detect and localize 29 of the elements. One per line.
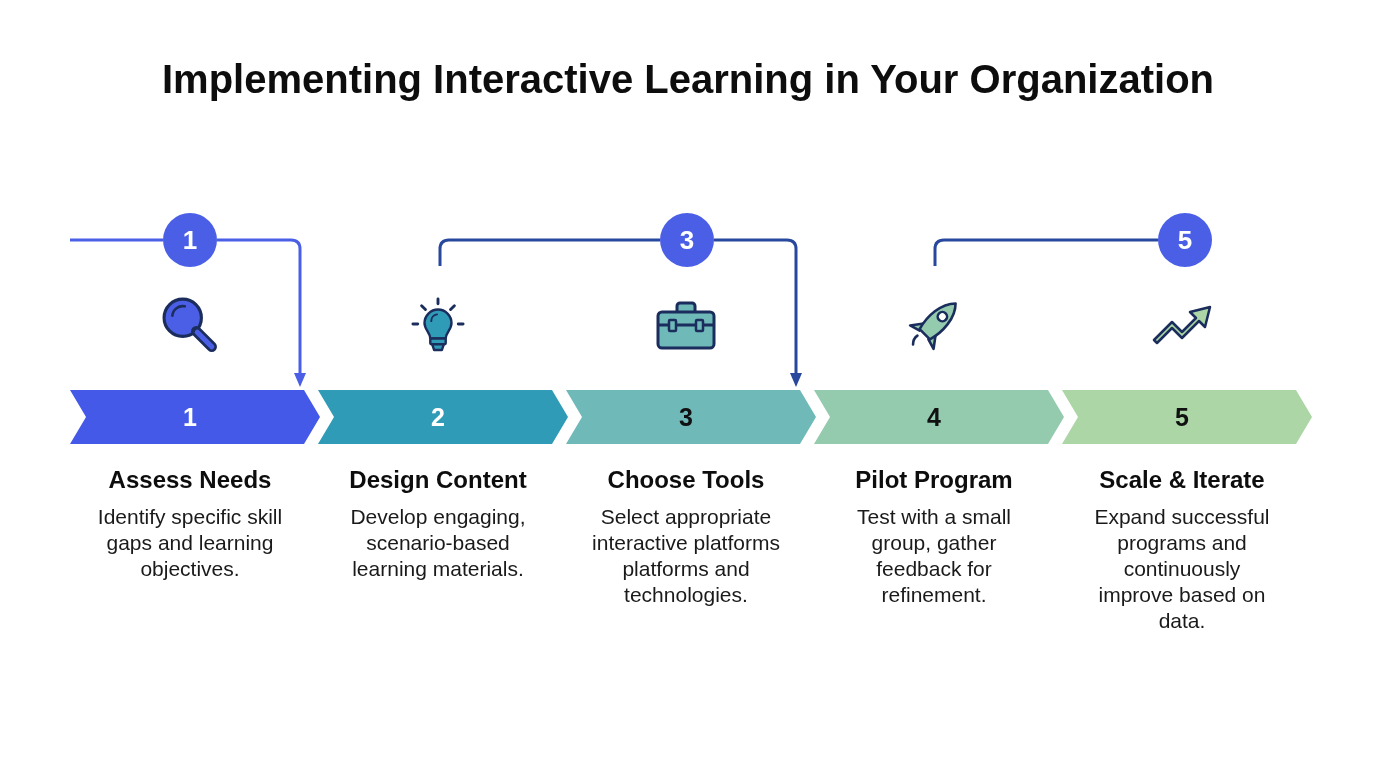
chevron-step	[318, 390, 568, 444]
number-circle: 5	[1158, 213, 1212, 267]
number-circle: 3	[660, 213, 714, 267]
step-description: Select appropriate interactive platforms platforms and technologies.	[591, 504, 781, 608]
step-heading: Design Content	[348, 466, 528, 494]
step-heading: Scale & Iterate	[1098, 466, 1266, 494]
step-number: 4	[927, 402, 941, 432]
step-number: 3	[679, 402, 693, 432]
step-number: 1	[183, 402, 197, 432]
step-heading: Assess Needs	[107, 466, 273, 494]
title: Implementing Interactive Learning in Your Organization	[161, 56, 1215, 103]
connector-line	[933, 238, 1158, 266]
connector-arrow	[217, 238, 306, 387]
chevron-step	[566, 390, 816, 444]
step-description: Expand successful programs and continuously improve based on data.	[1093, 504, 1271, 634]
number-circle: 1	[163, 213, 217, 267]
step-description: Develop engaging, scenario-based learning materials.	[349, 504, 527, 582]
step-number: 5	[1175, 402, 1189, 432]
step-heading: Pilot Program	[854, 466, 1014, 494]
chevron-step	[1062, 390, 1312, 444]
step-description: Test with a small group, gather feedback for refinement.	[855, 504, 1012, 608]
connector-line	[70, 238, 163, 242]
connector-arrow	[714, 238, 802, 387]
connector-line	[438, 238, 660, 266]
step-description: Identify specific skill gaps and learning objectives.	[96, 504, 284, 582]
step-number: 2	[431, 402, 445, 432]
chevron-step	[70, 390, 320, 444]
chevron-step	[814, 390, 1064, 444]
step-heading: Choose Tools	[606, 466, 766, 494]
